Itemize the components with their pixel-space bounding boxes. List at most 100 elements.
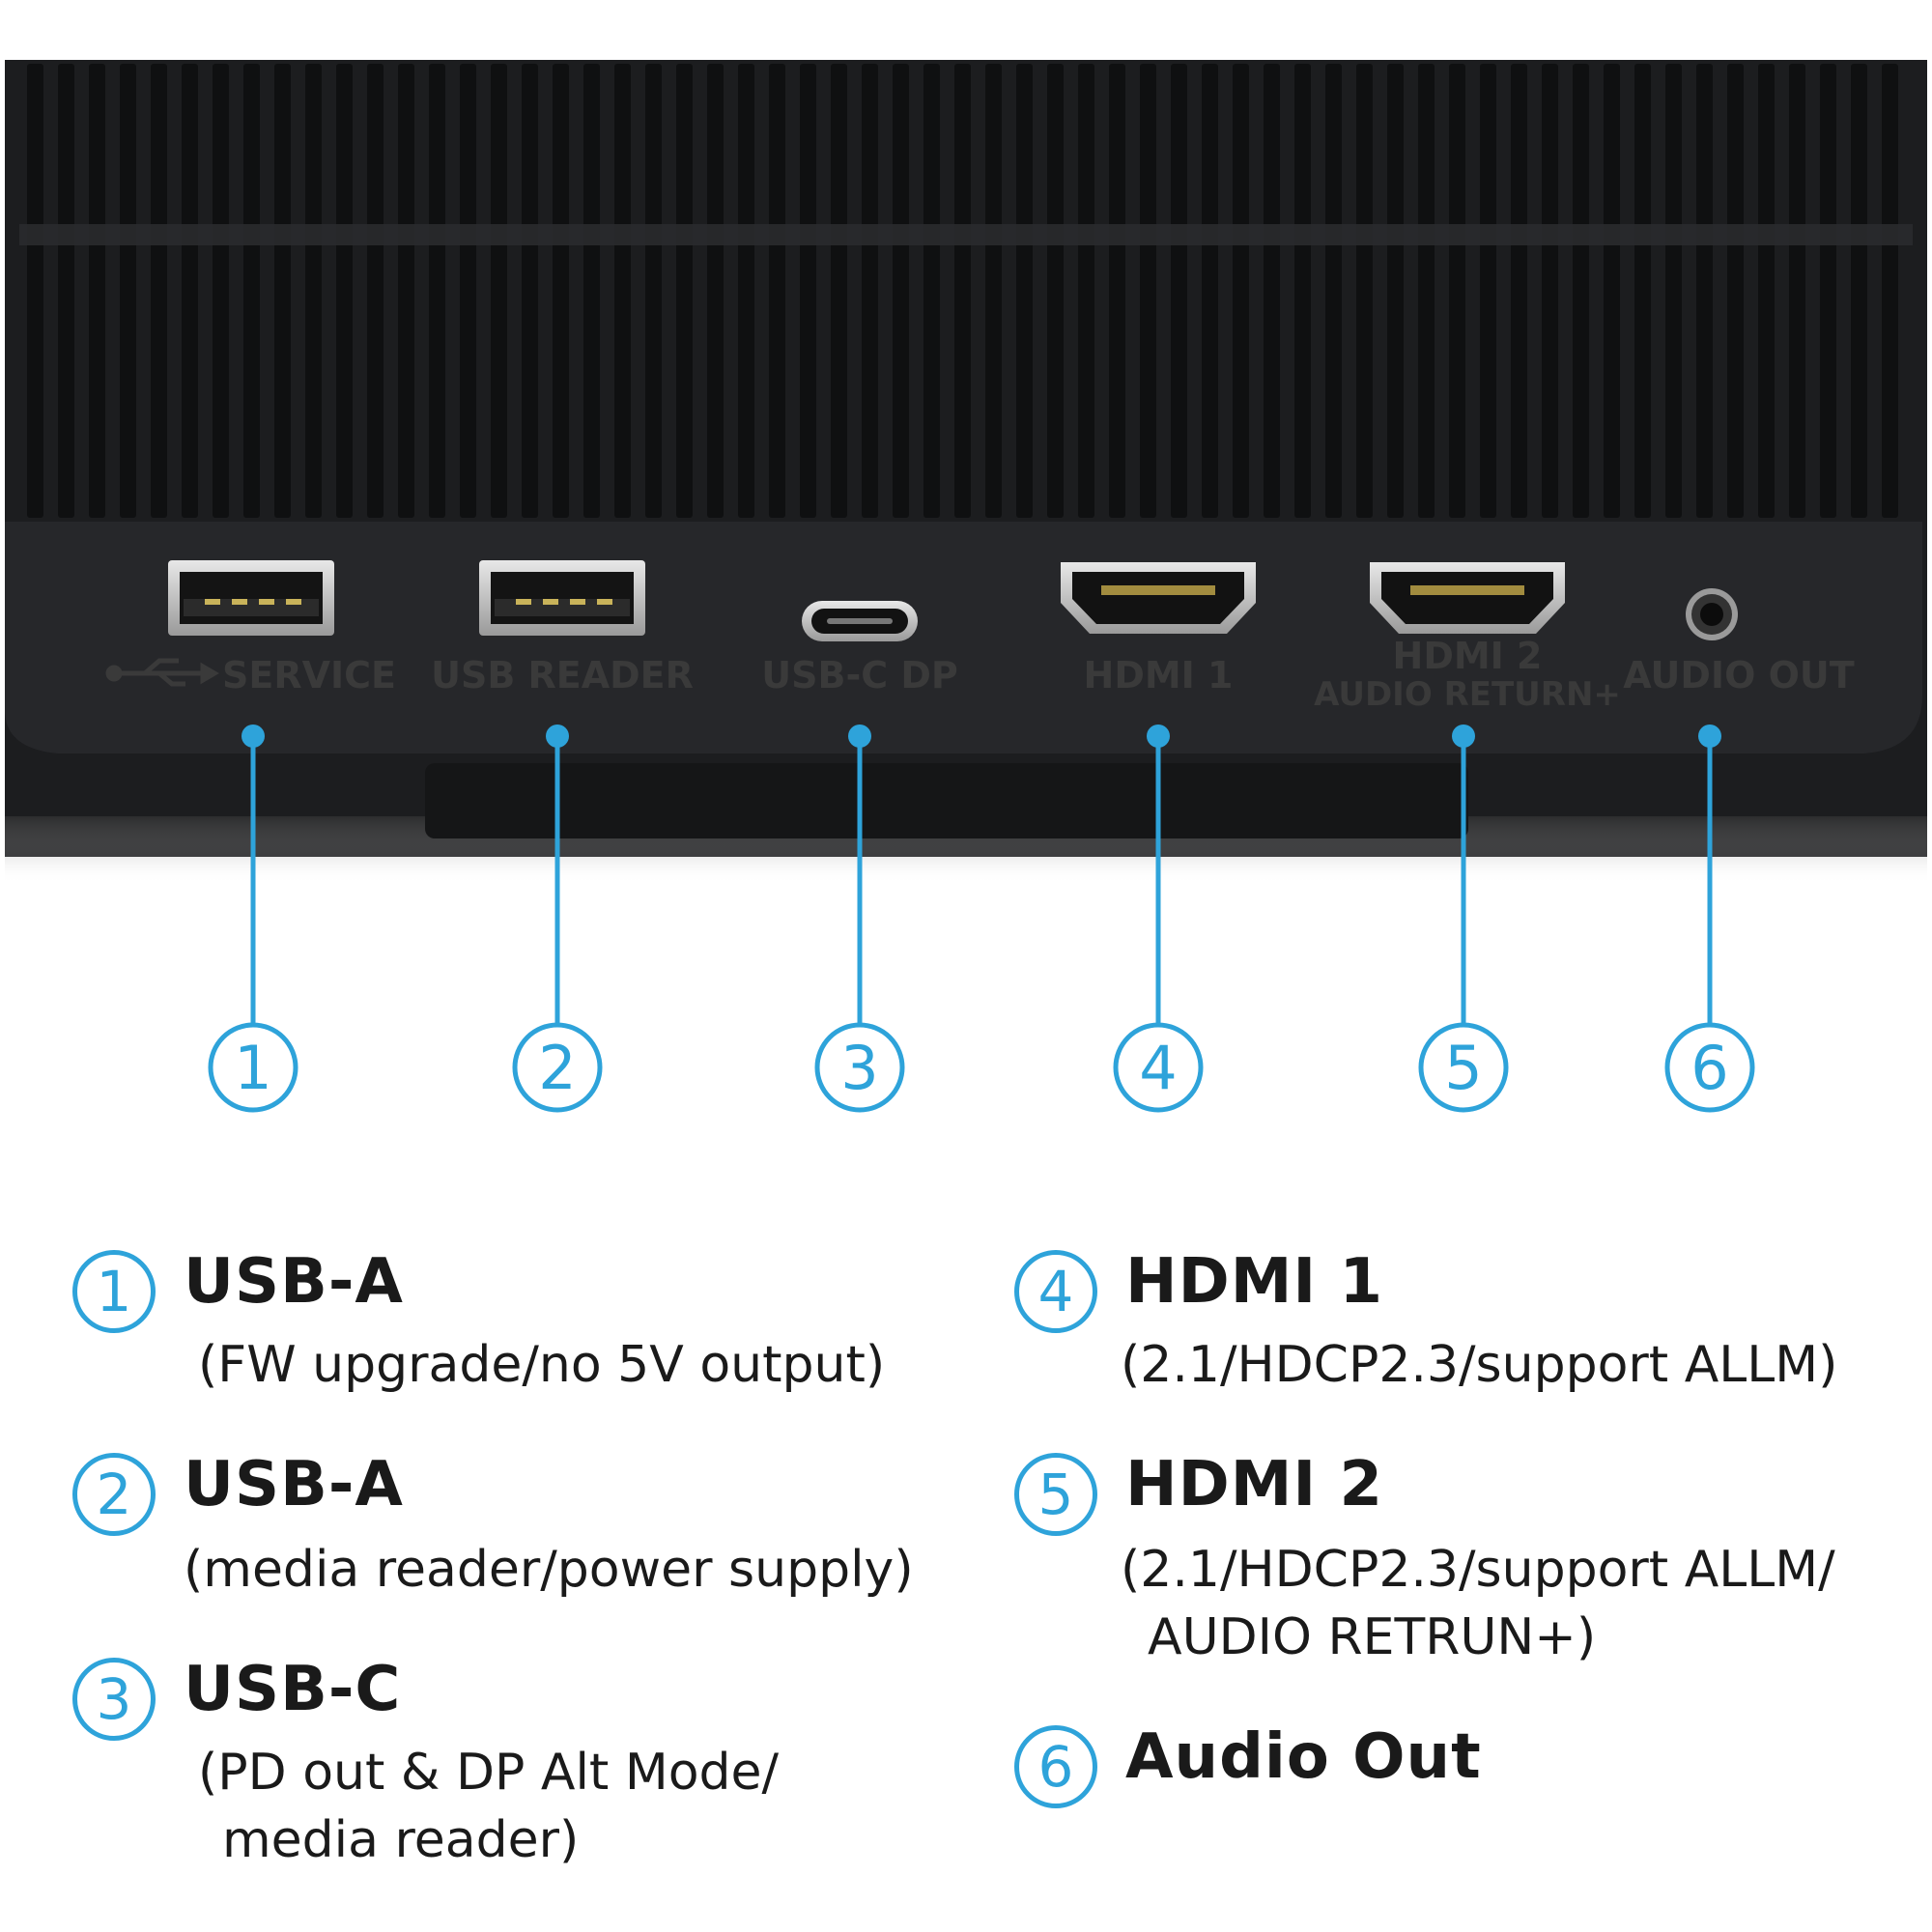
legend-title: USB-A xyxy=(184,1449,404,1520)
vent-slot xyxy=(831,64,847,518)
vent-slot xyxy=(1727,64,1744,518)
vent-slot xyxy=(1233,64,1249,518)
vent-slot xyxy=(27,64,43,518)
legend-description: (2.1/HDCP2.3/support ALLM) xyxy=(1121,1336,1838,1394)
legend-title: Audio Out xyxy=(1125,1721,1482,1793)
callout-number: 1 xyxy=(234,1033,271,1103)
vent-slot xyxy=(1140,64,1156,518)
legend-title: USB-C xyxy=(184,1654,402,1725)
vent-slot xyxy=(862,64,878,518)
legend-description: media reader) xyxy=(222,1811,580,1869)
vent-slot xyxy=(1542,64,1558,518)
vent-slot xyxy=(1078,64,1094,518)
vent-slot xyxy=(274,64,291,518)
vent-slot xyxy=(1449,64,1465,518)
vent-slot xyxy=(893,64,909,518)
port-label-usbc-dp: USB-C DP xyxy=(761,654,957,696)
vent-slot xyxy=(398,64,414,518)
vent-slot xyxy=(1851,64,1867,518)
callout-dot xyxy=(1452,724,1475,748)
legend-description: (FW upgrade/no 5V output) xyxy=(198,1336,886,1394)
projector-rear-panel: SERVICE USB READER USB-C DP HDMI 1 HDMI … xyxy=(5,60,1927,1113)
vent-slot xyxy=(1387,64,1404,518)
port-label-audio-out: AUDIO OUT xyxy=(1623,654,1854,696)
legend-description: (2.1/HDCP2.3/support ALLM/ xyxy=(1121,1541,1835,1599)
vent-slot xyxy=(1109,64,1125,518)
vent-slot xyxy=(738,64,754,518)
vent-slot xyxy=(1418,64,1435,518)
port-label-audio-return: AUDIO RETURN+ xyxy=(1314,675,1621,714)
vent-slot xyxy=(305,64,322,518)
vent-slot xyxy=(336,64,353,518)
vent-slot xyxy=(1356,64,1373,518)
callout-dot xyxy=(546,724,569,748)
legend-number-circle: 2 xyxy=(72,1453,156,1536)
legend-title: HDMI 2 xyxy=(1125,1449,1383,1520)
vent-slot xyxy=(1202,64,1218,518)
vent-slot xyxy=(769,64,785,518)
vent-slot xyxy=(1634,64,1651,518)
callout-number: 4 xyxy=(1139,1033,1177,1103)
callout-number-ring xyxy=(512,1022,603,1113)
vent-slot xyxy=(1882,64,1898,518)
vent-slot xyxy=(1604,64,1620,518)
vent-slot xyxy=(1171,64,1187,518)
vent-slot xyxy=(151,64,167,518)
vent-slot xyxy=(1294,64,1311,518)
callout-dot xyxy=(242,724,265,748)
vent-slot xyxy=(800,64,816,518)
vent-slot xyxy=(1820,64,1836,518)
vent-rib xyxy=(19,224,1913,245)
callout-number: 2 xyxy=(538,1033,576,1103)
vent-slot xyxy=(182,64,198,518)
vent-slot xyxy=(707,64,724,518)
vent-slot xyxy=(1511,64,1527,518)
callout-dot xyxy=(848,724,871,748)
vent-slot xyxy=(985,64,1002,518)
vent-slot xyxy=(243,64,260,518)
port-label-hdmi1: HDMI 1 xyxy=(1084,654,1234,696)
vent-grille xyxy=(27,64,1898,518)
hdmi-port-2 xyxy=(1370,562,1565,634)
vent-slot xyxy=(120,64,136,518)
vent-slot xyxy=(553,64,569,518)
legend-number-circle: 6 xyxy=(1014,1725,1097,1808)
vent-slot xyxy=(89,64,105,518)
callout-number: 3 xyxy=(840,1033,878,1103)
vent-slot xyxy=(1789,64,1805,518)
vent-slot xyxy=(213,64,229,518)
legend-title: USB-A xyxy=(184,1246,404,1318)
vent-slot xyxy=(429,64,445,518)
vent-slot xyxy=(522,64,538,518)
callout-number: 5 xyxy=(1444,1033,1482,1103)
vent-slot xyxy=(58,64,74,518)
vent-slot xyxy=(1573,64,1589,518)
callout-dot xyxy=(1147,724,1170,748)
callout-number-ring xyxy=(1418,1022,1509,1113)
callout-number-ring xyxy=(1664,1022,1755,1113)
vent-slot xyxy=(954,64,971,518)
vent-slot xyxy=(367,64,384,518)
legend-number-circle: 5 xyxy=(1014,1453,1097,1536)
vent-slot xyxy=(923,64,940,518)
usb-a-port-2 xyxy=(479,560,645,636)
legend-description: (media reader/power supply) xyxy=(184,1541,914,1599)
vent-slot xyxy=(676,64,693,518)
audio-jack xyxy=(1686,588,1738,640)
callout-number-ring xyxy=(208,1022,298,1113)
vent-slot xyxy=(614,64,631,518)
hdmi-port-1 xyxy=(1061,562,1256,634)
legend-number-circle: 1 xyxy=(72,1250,156,1333)
vent-slot xyxy=(460,64,476,518)
vent-slot xyxy=(1758,64,1775,518)
port-panel xyxy=(5,522,1922,753)
callout-number-ring xyxy=(814,1022,905,1113)
vent-slot xyxy=(1696,64,1713,518)
legend-number-circle: 3 xyxy=(72,1658,156,1741)
vent-slot xyxy=(645,64,662,518)
port-label-usb-reader: USB READER xyxy=(431,654,694,696)
legend-number-circle: 4 xyxy=(1014,1250,1097,1333)
vent-slot xyxy=(491,64,507,518)
vent-slot xyxy=(1264,64,1280,518)
